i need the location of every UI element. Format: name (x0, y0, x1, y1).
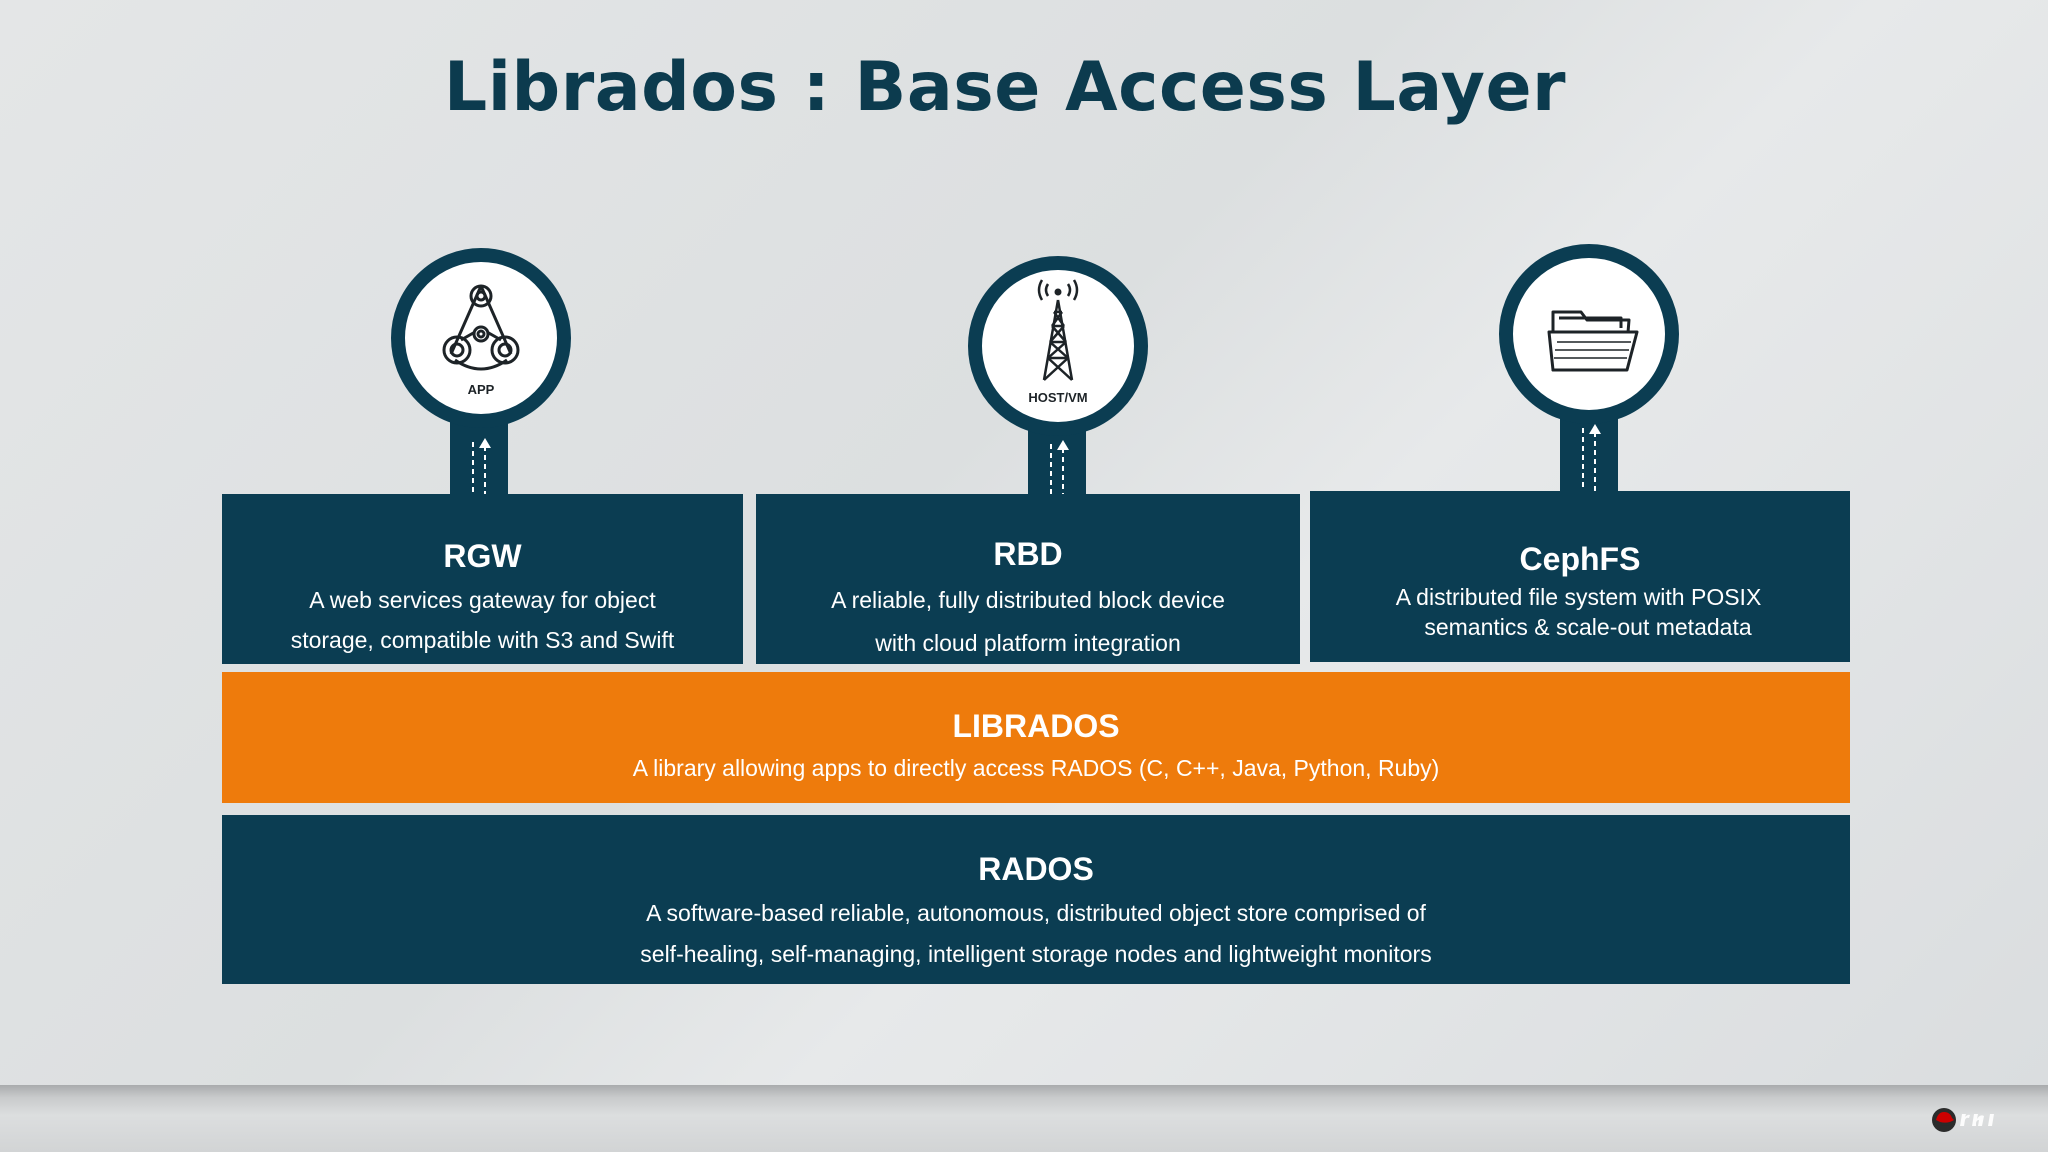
cephfs-name: CephFS (1519, 541, 1641, 577)
rgw-name: RGW (443, 538, 522, 574)
footer-bar (0, 1085, 2048, 1152)
folder-icon-circle (1499, 244, 1679, 424)
rados-box: RADOS A software-based reliable, autonom… (222, 815, 1850, 984)
rados-name: RADOS (978, 851, 1094, 887)
librados-desc: A library allowing apps to directly acce… (632, 755, 1440, 781)
tower-icon-label: HOST/VM (1028, 390, 1087, 405)
tower-icon-circle: HOST/VM (968, 256, 1148, 436)
rados-desc-line2: self-healing, self-managing, intelligent… (640, 941, 1432, 967)
cephfs-desc-line1: A distributed file system with POSIX (1395, 584, 1762, 610)
rados-desc-line1: A software-based reliable, autonomous, d… (646, 900, 1426, 926)
app-icon-circle: APP (391, 248, 571, 428)
page-title: Librados : Base Access Layer (443, 48, 1567, 127)
app-icon: APP (442, 284, 520, 397)
rbd-desc-line2: with cloud platform integration (875, 630, 1181, 656)
folder-icon (1547, 310, 1639, 372)
app-icon-label: APP (468, 382, 495, 397)
rbd-name: RBD (993, 536, 1063, 572)
librados-box: LIBRADOS A library allowing apps to dire… (222, 672, 1850, 803)
cephfs-desc-line2: semantics & scale-out metadata (1424, 614, 1752, 640)
rbd-box: RBD A reliable, fully distributed block … (756, 494, 1300, 664)
rgw-desc-line1: A web services gateway for object (309, 587, 656, 613)
rbd-desc-line1: A reliable, fully distributed block devi… (831, 587, 1225, 613)
tower-icon: HOST/VM (1028, 279, 1088, 405)
librados-name: LIBRADOS (952, 708, 1120, 744)
rgw-desc-line2: storage, compatible with S3 and Swift (290, 627, 675, 653)
rgw-box: RGW A web services gateway for object st… (222, 494, 743, 664)
cephfs-box: CephFS A distributed file system with PO… (1310, 491, 1850, 662)
redhat-logo (1932, 1108, 1994, 1132)
